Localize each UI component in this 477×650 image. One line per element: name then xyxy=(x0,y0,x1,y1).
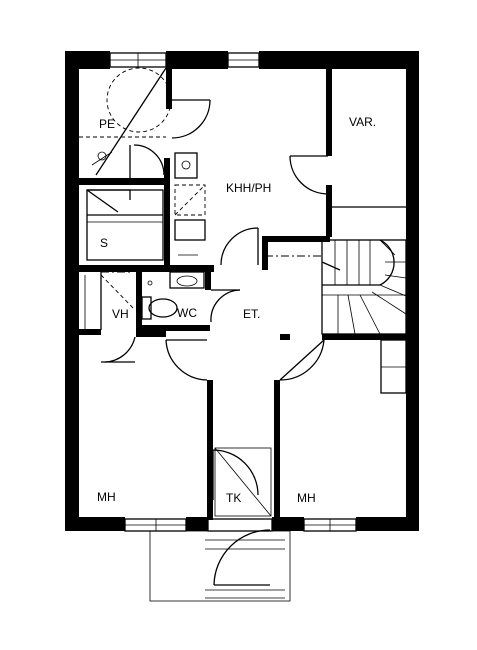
room-label-vh: VH xyxy=(112,307,129,321)
room-label-mh-right: MH xyxy=(297,491,316,505)
room-label-var: VAR. xyxy=(349,115,376,129)
utility-column xyxy=(174,152,206,256)
bench xyxy=(86,189,164,261)
room-label-tk: TK xyxy=(226,491,241,505)
guide-lines xyxy=(101,255,322,273)
room-label-khh-ph: KHH/PH xyxy=(226,181,271,195)
wc-fixtures xyxy=(141,271,205,320)
stairs xyxy=(321,239,407,335)
sauna-details xyxy=(79,67,172,178)
doors xyxy=(101,99,329,586)
entrance-steps xyxy=(149,530,291,602)
closet-details xyxy=(84,274,136,330)
room-label-s: S xyxy=(100,236,108,250)
room-label-wc: WC xyxy=(177,306,197,320)
room-label-et: ET. xyxy=(243,307,260,321)
room-label-pe: PE xyxy=(99,117,115,131)
outer-walls xyxy=(65,51,419,531)
interior-walls xyxy=(79,66,407,520)
windows xyxy=(109,52,357,532)
room-label-mh-left: MH xyxy=(97,490,116,504)
